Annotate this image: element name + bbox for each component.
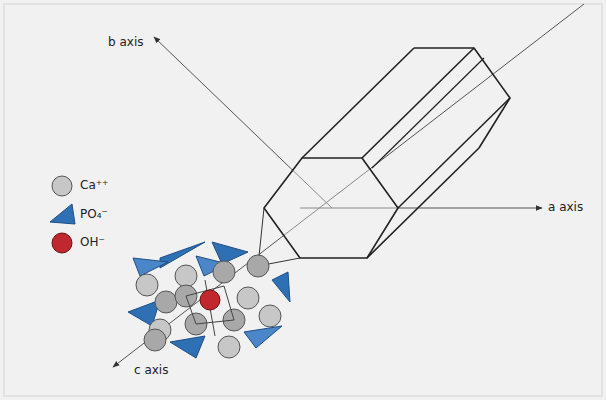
axis-label: a axis (548, 201, 583, 214)
axis-label: b axis (108, 36, 143, 49)
legend-samples (50, 176, 75, 253)
legend-text: Ca⁺⁺ (80, 179, 108, 192)
frame (4, 4, 602, 396)
legend-text: OH⁻ (80, 236, 105, 249)
lattice-cluster (128, 242, 290, 358)
axis-label: c axis (134, 364, 168, 377)
legend-text: PO₄⁻ (80, 208, 108, 221)
hexagonal-prism (264, 48, 510, 258)
c-axis-line (113, 4, 584, 367)
